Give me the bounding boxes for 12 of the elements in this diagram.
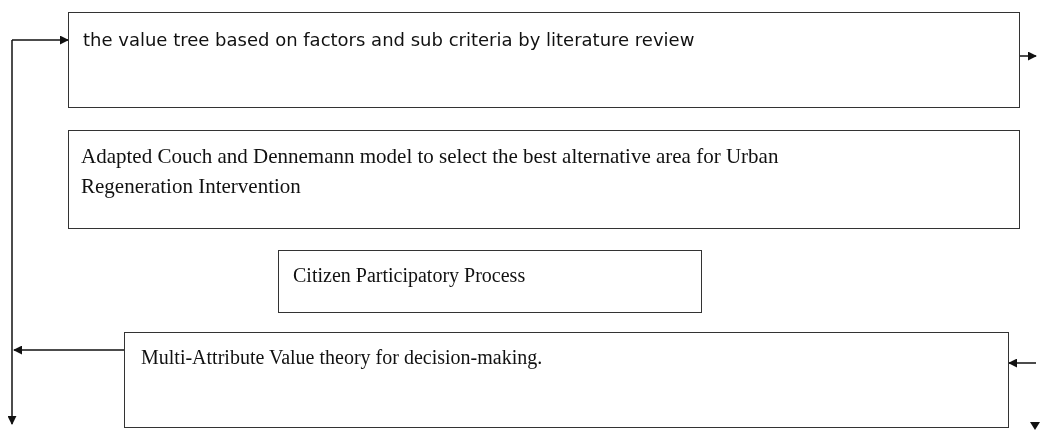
arrow	[1008, 358, 1037, 368]
process-box	[68, 12, 1020, 108]
arrow	[13, 345, 125, 355]
box-text: Citizen Participatory Process	[293, 263, 527, 289]
box-text: Adapted Couch and Dennemann model to select the best alternative area for Urban Regeneration Intervention	[81, 143, 780, 201]
process-box	[124, 332, 1009, 428]
process-box	[278, 250, 702, 313]
box-text: Multi-Attribute Value theory for decision-making.	[141, 345, 544, 371]
arrow	[1019, 51, 1037, 61]
arrow	[11, 35, 69, 45]
process-box	[68, 130, 1020, 229]
box-text: the value tree based on factors and sub criteria by literature review	[83, 28, 696, 52]
